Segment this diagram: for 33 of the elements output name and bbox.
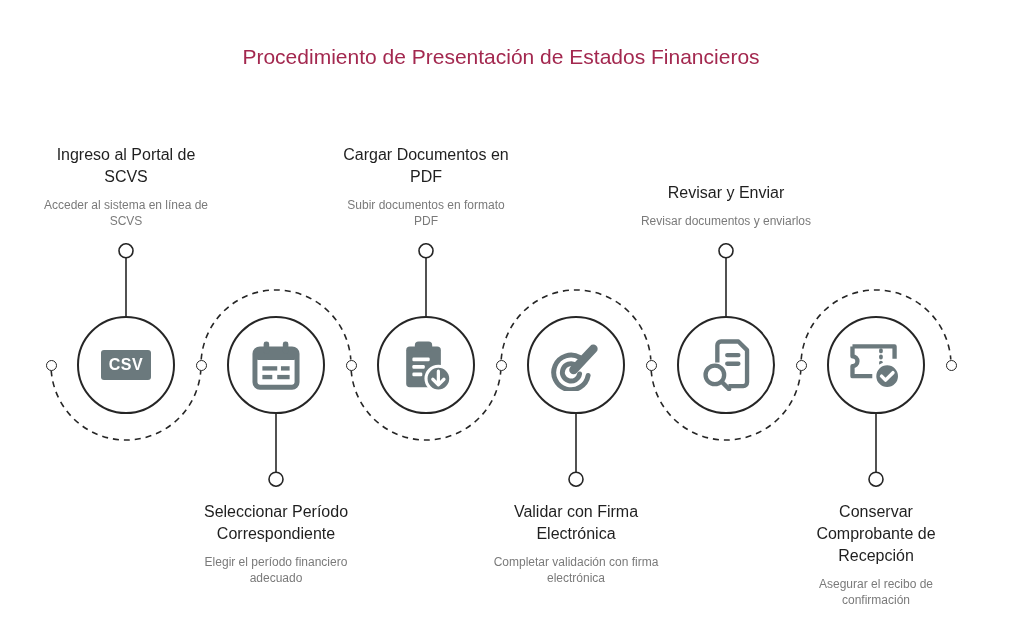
dashed-arc [500, 289, 652, 361]
leader-line [268, 413, 284, 488]
step-title: Revisar y Enviar [666, 183, 786, 203]
leader-line [118, 242, 134, 317]
step-title: Ingreso al Portal de SCVS [55, 145, 197, 187]
dashed-arc [800, 289, 952, 361]
step-description: Acceder al sistema en línea de SCVS [42, 197, 210, 229]
connector-dot [945, 359, 957, 371]
step-description: Revisar documentos y enviarlos [639, 213, 813, 229]
step-description: Subir documentos en formato PDF [346, 197, 506, 229]
connector-dot [795, 359, 807, 371]
step-title: Cargar Documentos en PDF [342, 145, 510, 187]
dashed-arc [50, 369, 202, 441]
dashed-arc [350, 369, 502, 441]
step-title: Validar con Firma Electrónica [512, 502, 640, 544]
connector-dot [645, 359, 657, 371]
file-format-tag: CSV [100, 350, 152, 380]
step-description: Elegir el período financiero adecuado [203, 554, 349, 586]
step-description: Asegurar el recibo de confirmación [817, 576, 935, 608]
leader-line [718, 242, 734, 317]
step-description: Completar validación con firma electrónica [492, 554, 660, 586]
connector-dot [45, 359, 57, 371]
dashed-arc [200, 289, 352, 361]
diagram-title: Procedimiento de Presentación de Estados Financieros [242, 45, 760, 68]
connector-dot [195, 359, 207, 371]
connector-dot [345, 359, 357, 371]
leader-line [418, 242, 434, 317]
connector-dot [495, 359, 507, 371]
step-title: Conservar Comprobante de Recepción [815, 502, 937, 566]
leader-line [568, 413, 584, 488]
step-title: Seleccionar Período Correspondiente [202, 502, 350, 544]
dashed-arc [650, 369, 802, 441]
leader-line [868, 413, 884, 488]
